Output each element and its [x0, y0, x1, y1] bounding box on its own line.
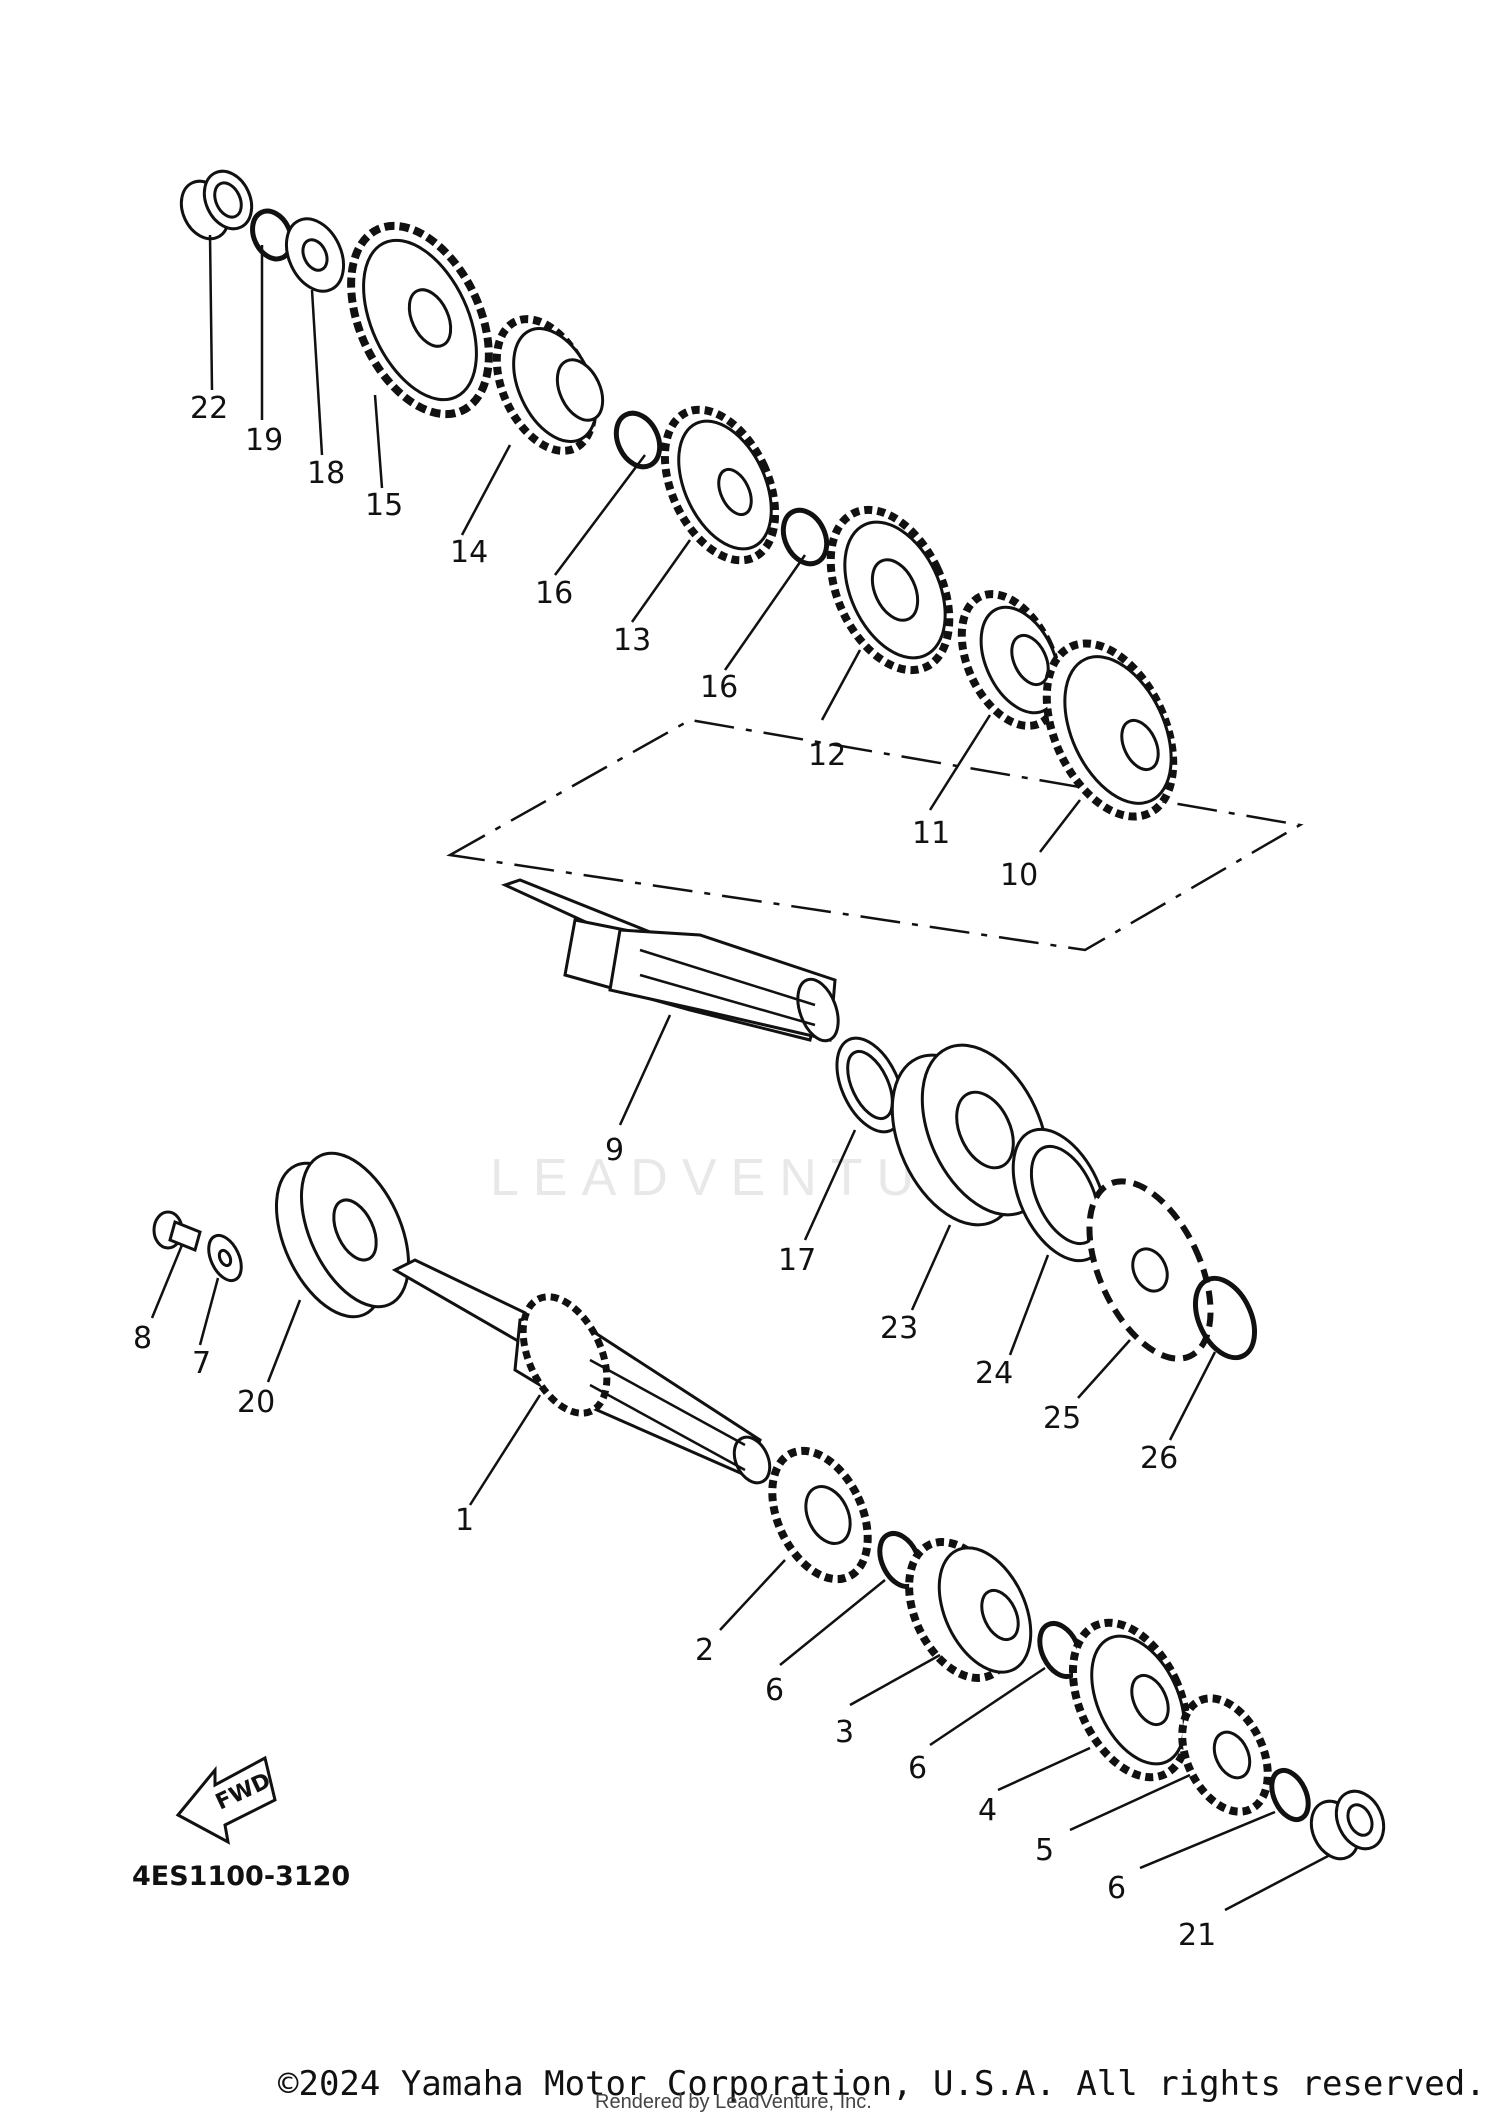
part-4-gear-icon[interactable] [1050, 1605, 1210, 1796]
part-10-gear-icon[interactable] [1021, 623, 1198, 836]
callout-20: 20 [237, 1385, 275, 1420]
callout-24: 24 [975, 1356, 1013, 1391]
callout-16a: 16 [535, 576, 573, 611]
callout-23: 23 [880, 1311, 918, 1346]
callout-6a: 6 [765, 1673, 784, 1708]
callout-13: 13 [613, 623, 651, 658]
callout-14: 14 [450, 535, 488, 570]
part-7-washer-icon[interactable] [202, 1230, 248, 1285]
part-8-bolt-icon[interactable] [152, 1210, 202, 1253]
callout-16b: 16 [700, 670, 738, 705]
callout-18: 18 [307, 456, 345, 491]
assembly-outline [446, 718, 1304, 952]
callout-6b: 6 [908, 1751, 927, 1786]
part-16b-circlip-icon[interactable] [775, 503, 835, 571]
callout-4: 4 [978, 1793, 997, 1828]
callout-19: 19 [245, 423, 283, 458]
callout-9: 9 [605, 1133, 624, 1168]
callout-21: 21 [1178, 1918, 1216, 1953]
callout-22: 22 [190, 391, 228, 426]
part-20-bearing-icon[interactable] [255, 1137, 431, 1334]
callout-25: 25 [1043, 1401, 1081, 1436]
part-9-drive-axle-icon[interactable] [500, 878, 846, 1046]
callout-26: 26 [1140, 1441, 1178, 1476]
callout-labels: 22 19 18 15 14 16 13 16 12 11 10 9 17 23… [133, 391, 1216, 1953]
part-12-gear-icon[interactable] [807, 491, 973, 689]
part-17-washer-icon[interactable] [823, 1028, 916, 1142]
part-2-gear-icon[interactable] [753, 1436, 887, 1595]
part-16-circlip-icon[interactable] [608, 406, 668, 474]
callout-3: 3 [835, 1715, 854, 1750]
part-13-gear-icon[interactable] [643, 392, 798, 578]
part-15-gear-icon[interactable] [323, 204, 516, 436]
diagram-code: 4ES1100-3120 [132, 1861, 350, 1892]
callout-12: 12 [808, 738, 846, 773]
callout-5: 5 [1035, 1833, 1054, 1868]
rendered-by-text: Rendered by LeadVenture, Inc. [595, 2091, 872, 2113]
part-24-oil-seal-icon[interactable] [994, 1115, 1126, 1276]
callout-10: 10 [1000, 858, 1038, 893]
part-14-gear-icon[interactable] [477, 304, 613, 466]
leader-lines [150, 234, 1331, 1912]
callout-17: 17 [778, 1243, 816, 1278]
part-18-washer-icon[interactable] [275, 210, 354, 301]
part-11-gear-icon[interactable] [942, 579, 1077, 741]
callout-1: 1 [455, 1503, 474, 1538]
part-22-bearing-icon[interactable] [172, 164, 260, 247]
part-19-circlip-icon[interactable] [245, 205, 299, 266]
callout-8: 8 [133, 1321, 152, 1356]
copyright-text: ©2024 Yamaha Motor Corporation, U.S.A. A… [278, 2064, 1486, 2104]
part-5-gear-icon[interactable] [1165, 1685, 1285, 1826]
part-1-main-axle-icon[interactable] [391, 1258, 777, 1489]
part-21-bearing-icon[interactable] [1302, 1784, 1392, 1867]
callout-11: 11 [912, 816, 950, 851]
fwd-arrow-icon: FWD [175, 1755, 277, 1845]
part-26-circlip-icon[interactable] [1184, 1269, 1267, 1367]
part-6c-circlip-icon[interactable] [1265, 1765, 1316, 1826]
part-3-gear-icon[interactable] [889, 1526, 1049, 1695]
callout-15: 15 [365, 488, 403, 523]
callout-7: 7 [192, 1346, 211, 1381]
callout-2: 2 [695, 1633, 714, 1668]
callout-6c: 6 [1107, 1871, 1126, 1906]
part-25-sprocket-icon[interactable] [1065, 1163, 1236, 1377]
